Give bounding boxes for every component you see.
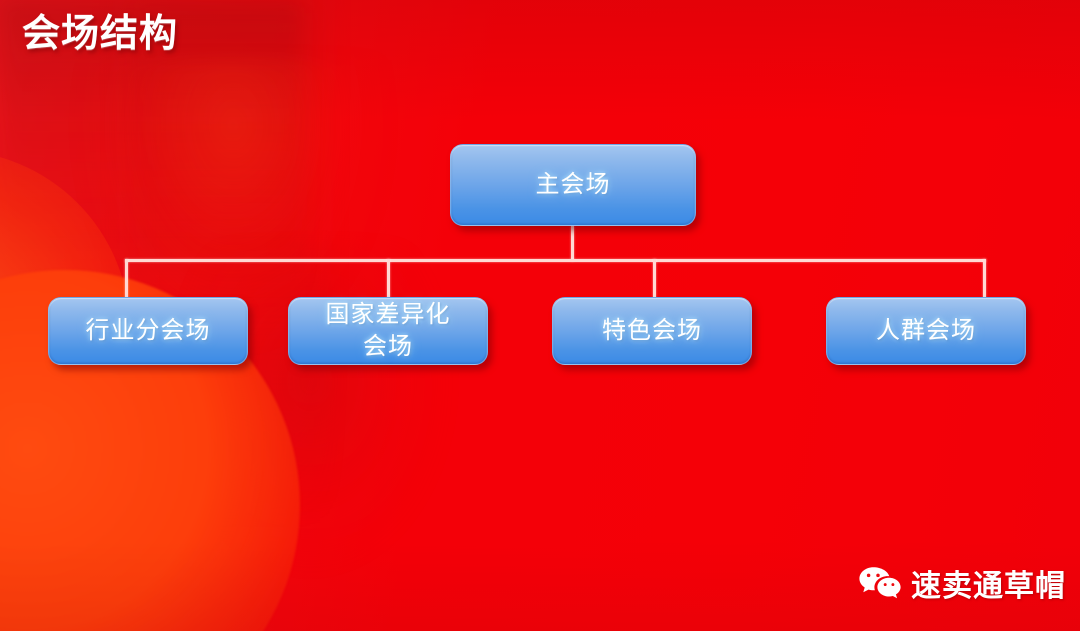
- wechat-icon: [858, 565, 902, 601]
- node-audience-venue[interactable]: 人群会场: [826, 297, 1026, 365]
- node-label: 主会场: [535, 171, 611, 199]
- watermark: 速卖通草帽: [858, 561, 1066, 605]
- watermark-text: 速卖通草帽: [911, 570, 1066, 603]
- node-country-differentiated-venue[interactable]: 国家差异化 会场: [288, 297, 488, 365]
- node-label: 行业分会场: [85, 317, 211, 345]
- node-industry-venue[interactable]: 行业分会场: [48, 297, 248, 365]
- node-label: 特色会场: [602, 317, 702, 345]
- node-label: 国家差异化 会场: [325, 301, 451, 360]
- slide-title: 会场结构: [22, 13, 179, 55]
- node-featured-venue[interactable]: 特色会场: [552, 297, 752, 365]
- node-main-venue[interactable]: 主会场: [450, 144, 696, 226]
- node-label: 人群会场: [876, 317, 976, 345]
